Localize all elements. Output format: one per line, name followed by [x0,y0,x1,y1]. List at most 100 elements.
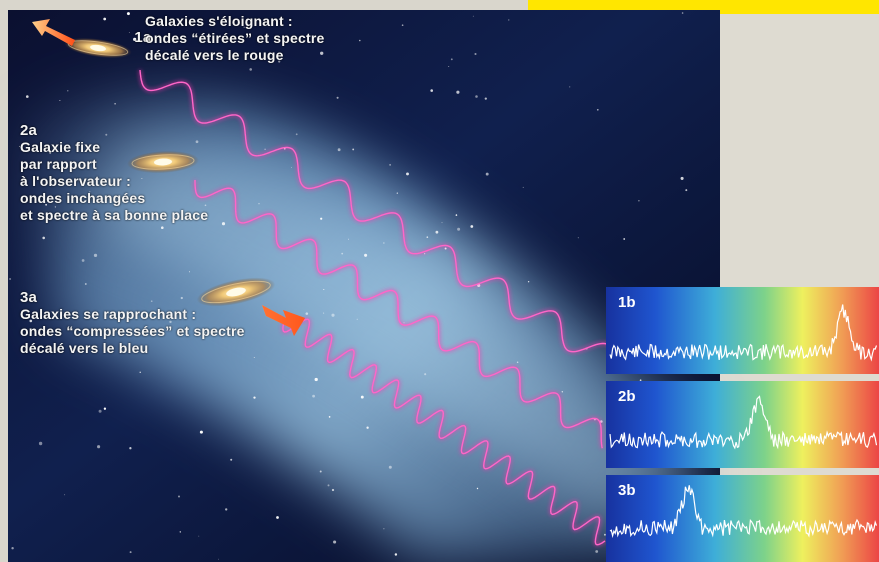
star [323,289,325,290]
wave-1a-core [139,69,614,353]
star [639,379,642,382]
star [230,458,233,461]
star [97,445,101,449]
star [295,133,298,136]
star [221,222,226,226]
star [388,465,392,469]
star [81,259,85,262]
star [569,86,571,88]
star [204,204,207,207]
star [603,533,606,536]
star [577,237,579,239]
star [333,540,337,544]
star [359,39,361,42]
star [484,97,487,100]
star [319,470,322,473]
star [336,96,339,99]
star [508,19,510,21]
star [396,192,398,194]
star [276,516,279,519]
star [169,320,172,324]
star [456,90,460,94]
star [139,371,141,373]
star [516,361,519,364]
star [435,230,439,234]
star [527,281,530,283]
star [198,535,200,537]
star [38,441,43,446]
star [150,300,153,303]
star [457,227,461,231]
star [161,226,164,229]
star [188,271,191,273]
star [133,37,137,42]
star [356,318,358,320]
star [441,222,443,224]
spectrum-trace-1b [609,304,878,362]
star [327,484,330,487]
star [312,394,315,398]
star [341,252,344,255]
star [337,148,341,152]
spectrum-label-2b: 2b [618,388,636,405]
star [129,551,132,554]
spectrum-panel-2b: 2b [606,381,879,468]
galaxy-3a [196,277,276,307]
star [314,377,318,382]
caption-1a-text: Galaxies s'éloignant : ondes “étirées” e… [145,13,325,63]
star [394,553,398,556]
star [98,409,102,413]
spectrum-label-1b: 1b [618,294,636,311]
star [366,426,369,429]
star [383,242,385,244]
star [596,108,599,111]
star [278,60,281,63]
star [126,12,130,16]
star [243,26,245,28]
spectrum-panel-1b: 1b [606,287,879,374]
star [680,176,684,180]
star [352,148,355,151]
star [331,488,335,492]
spectrum-panels: 1b 2b 3b [606,287,879,562]
star [472,15,474,17]
star [25,95,29,98]
star [331,313,335,317]
star [389,164,391,166]
star [328,416,331,418]
star [249,68,252,71]
star [177,495,181,498]
star [474,52,477,56]
spectrum-trace-2b [609,395,878,450]
star [347,238,349,240]
star [383,528,385,530]
star [18,145,21,147]
star [67,90,69,92]
spectrum-trace-3b [609,485,878,539]
star [323,312,325,314]
star [128,31,130,34]
caption-2a-number: 2a [20,122,38,139]
star [476,487,479,490]
star [45,213,48,216]
spectrum-panel-3b: 3b [606,475,879,562]
star [291,167,292,168]
star [199,430,203,434]
star [448,65,450,68]
star [638,200,640,202]
galaxy-2a [127,150,199,174]
star [180,296,183,300]
star [103,17,107,21]
star [450,58,453,61]
star [681,12,684,14]
star [320,51,324,55]
star [485,172,489,176]
star [129,447,132,450]
star [11,546,14,550]
star [406,172,409,176]
star [253,356,255,359]
caption-3a-number: 3a [20,289,38,306]
star [444,247,447,250]
star [205,332,207,334]
star [401,24,404,27]
